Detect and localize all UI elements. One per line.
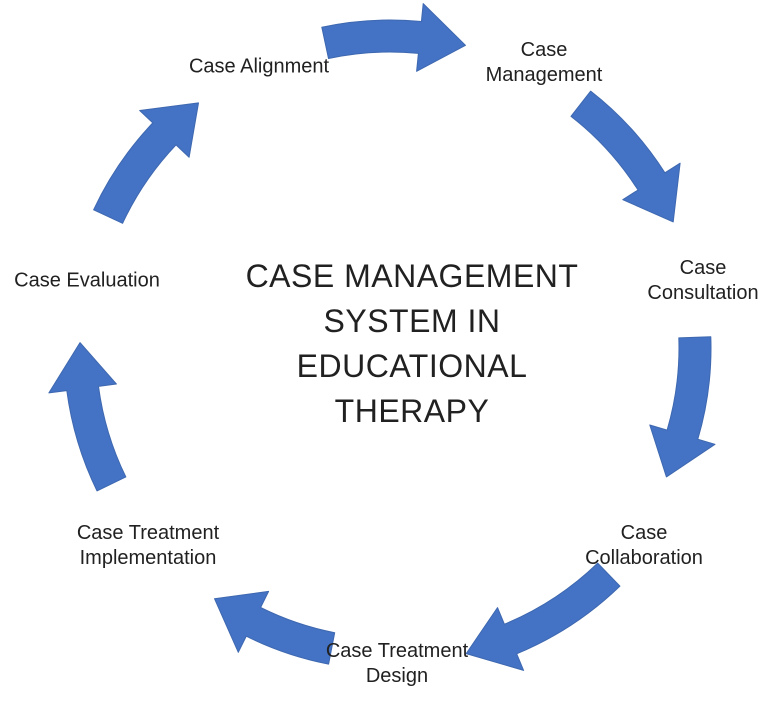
arrow-case-consultation-to-case-collaboration <box>649 336 716 478</box>
arrow-case-treatment-implementation-to-case-evaluation <box>48 342 127 492</box>
arrow-case-evaluation-to-case-alignment <box>93 102 199 224</box>
cycle-step-case-collaboration: Case Collaboration <box>585 522 703 569</box>
arrow-case-management-to-case-consultation <box>570 90 681 223</box>
cycle-step-case-treatment-implementation: Case Treatment Implementation <box>76 522 220 569</box>
cycle-step-case-evaluation: Case Evaluation <box>14 269 160 292</box>
diagram-title: CASE MANAGEMENT SYSTEM IN EDUCATIONAL TH… <box>245 258 579 429</box>
arrow-case-alignment-to-case-management <box>321 3 466 72</box>
arrow-case-treatment-design-to-case-treatment-implementation <box>214 590 336 665</box>
arrow-case-collaboration-to-case-treatment-design <box>465 562 621 671</box>
cycle-step-case-alignment: Case Alignment <box>188 55 330 78</box>
cycle-step-case-management: Case Management <box>485 39 603 86</box>
cycle-step-case-consultation: Case Consultation <box>647 257 759 304</box>
cycle-step-case-treatment-design: Case Treatment Design <box>325 640 469 687</box>
